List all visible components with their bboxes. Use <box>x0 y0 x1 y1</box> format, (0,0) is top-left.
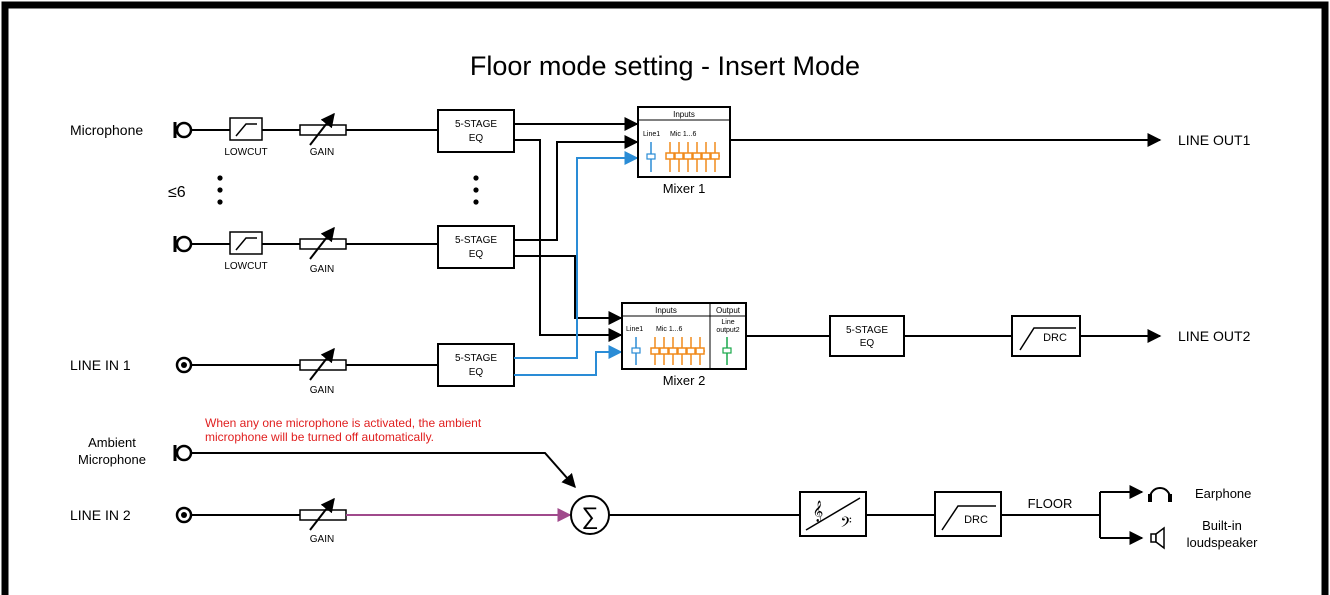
eq-label: EQ <box>469 249 484 260</box>
floor-label: FLOOR <box>1028 496 1073 511</box>
eq-block-line-in: 5-STAGE EQ <box>437 343 515 387</box>
speaker-label: Built-in <box>1202 518 1242 533</box>
gain-label: GAIN <box>310 264 334 275</box>
gain-label: GAIN <box>310 385 334 396</box>
diagram-title: Floor mode setting - Insert Mode <box>470 51 860 81</box>
fader-orange-group <box>665 142 720 172</box>
eq-label: 5-STAGE <box>455 235 497 246</box>
mixer-2: Inputs Output Line1 Mic 1...6 Line outpu… <box>621 302 747 388</box>
line1-route-mixer2 <box>514 345 623 376</box>
drc-block-floor: DRC <box>934 491 1002 537</box>
mixer-output-line-label: Line <box>721 319 734 326</box>
clef-converter-icon: 𝄞 𝄢 <box>799 491 867 537</box>
line-out-2-label: LINE OUT2 <box>1178 328 1251 344</box>
mixer-line-label: Line1 <box>626 326 643 333</box>
eq-label: 5-STAGE <box>455 353 497 364</box>
svg-text:𝄢: 𝄢 <box>840 514 852 534</box>
drc-label: DRC <box>1043 332 1067 344</box>
note-text: microphone will be turned off automatica… <box>205 430 434 444</box>
ambient-label: Ambient <box>88 435 136 450</box>
lowcut-filter-icon <box>229 231 263 255</box>
mixer-1-name: Mixer 1 <box>663 181 706 196</box>
mixer-1: Inputs Line1 Mic 1...6 Mixer 1 <box>637 106 731 196</box>
mixer-mic-label: Mic 1...6 <box>656 326 683 333</box>
earphone-label: Earphone <box>1195 486 1251 501</box>
sum-icon: ∑ <box>570 495 610 535</box>
eq-block-2: 5-STAGE EQ <box>437 225 515 269</box>
lowcut-label: LOWCUT <box>224 147 267 158</box>
lowcut-filter-icon <box>229 117 263 141</box>
jack-icon <box>175 506 193 524</box>
fader-orange-group <box>650 337 705 365</box>
svg-text:∑: ∑ <box>581 503 598 530</box>
speaker-icon <box>1150 526 1165 550</box>
mixer-inputs-label: Inputs <box>673 110 695 119</box>
mixer-line-label: Line1 <box>643 131 660 138</box>
drc-block-out2: DRC <box>1011 315 1081 357</box>
eq-label: 5-STAGE <box>846 325 888 336</box>
headphone-icon <box>1148 487 1172 502</box>
mixer-output-line-label: output2 <box>716 327 739 334</box>
line1-route-mixer1 <box>514 151 639 359</box>
gain-label: GAIN <box>310 534 334 545</box>
eq-block-1: 5-STAGE EQ <box>437 109 515 153</box>
fader-blue <box>646 142 656 172</box>
lowcut-label: LOWCUT <box>224 261 267 272</box>
eq-label: EQ <box>469 133 484 144</box>
line-in-2-label: LINE IN 2 <box>70 507 131 523</box>
eq-block-out2: 5-STAGE EQ <box>829 315 905 357</box>
fader-blue <box>631 337 641 365</box>
fader-green <box>722 337 732 365</box>
microphone-label: Microphone <box>70 122 143 138</box>
eq-label: 5-STAGE <box>455 119 497 130</box>
microphone-icon <box>173 444 193 462</box>
speaker-label: loudspeaker <box>1187 535 1258 550</box>
eq-label: EQ <box>860 338 875 349</box>
drc-label: DRC <box>964 514 988 526</box>
mixer-mic-label: Mic 1...6 <box>670 131 697 138</box>
mixer-2-name: Mixer 2 <box>663 373 706 388</box>
eq-label: EQ <box>469 367 484 378</box>
mixer-output-label: Output <box>716 306 741 315</box>
mixer-inputs-label: Inputs <box>655 306 677 315</box>
mic-count-label: ≤6 <box>168 184 186 201</box>
svg-text:𝄞: 𝄞 <box>813 501 824 522</box>
gain-label: GAIN <box>310 147 334 158</box>
note-text: When any one microphone is activated, th… <box>205 416 482 430</box>
line-in-1-label: LINE IN 1 <box>70 357 131 373</box>
jack-icon <box>175 356 193 374</box>
ellipsis-icon <box>217 175 479 205</box>
line-out-1-label: LINE OUT1 <box>1178 132 1251 148</box>
ambient-label: Microphone <box>78 452 146 467</box>
